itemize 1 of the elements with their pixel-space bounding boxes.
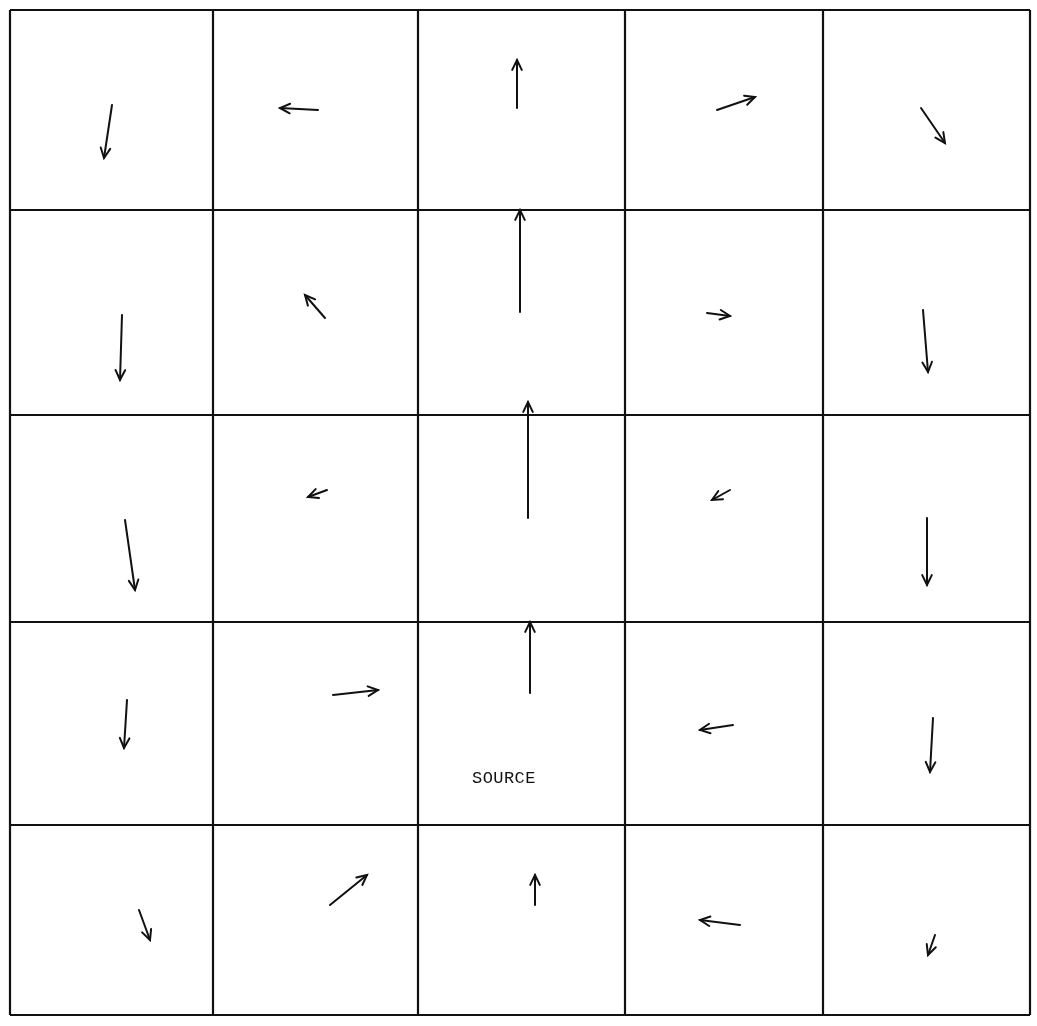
source-label: SOURCE (472, 768, 536, 790)
